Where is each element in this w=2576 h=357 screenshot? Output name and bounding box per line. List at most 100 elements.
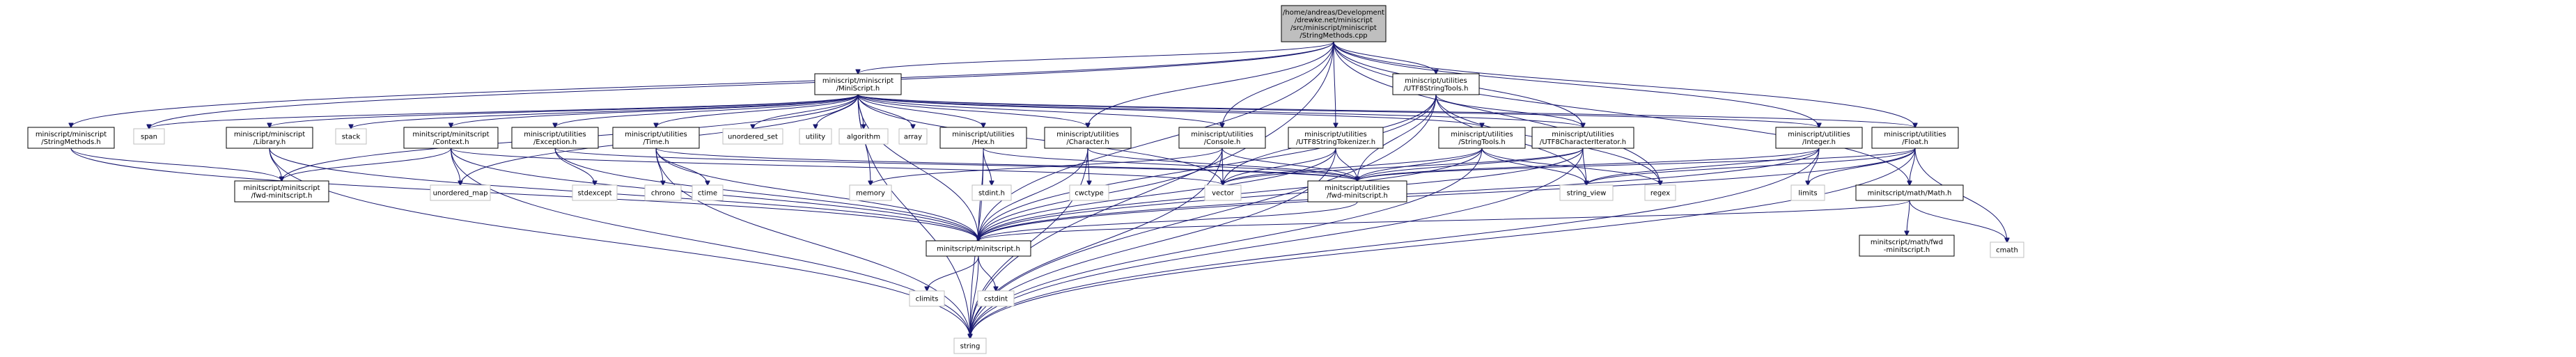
edge-MiniScript_h-to-Library_h xyxy=(270,94,859,127)
node-library-h[interactable]: miniscript/miniscript/Library.h xyxy=(226,127,313,149)
node-box xyxy=(1859,235,1955,257)
edge-Time_h-to-minitscript_h xyxy=(655,148,978,241)
edge-Exception_h-to-fwd_minitscript_h_util xyxy=(554,148,1357,181)
node-label-line: memory xyxy=(856,190,885,198)
node-box xyxy=(1559,184,1614,201)
edge-UTF8StringTools_h-to-fwd_minitscript_h_util xyxy=(1357,94,1437,181)
node-label-line: -minitscript.h xyxy=(1884,246,1930,254)
node-utility: utility xyxy=(799,128,832,145)
edge-MiniScript_h-to-unordered_set xyxy=(753,94,859,129)
node-label-line: miniscript/utilities xyxy=(1405,77,1467,85)
node-box xyxy=(799,128,832,145)
node-label-line: miniscript/utilities xyxy=(952,131,1015,138)
dependency-edges xyxy=(71,41,2007,338)
node-math-h[interactable]: minitscript/math/Math.h xyxy=(1855,184,1964,201)
node-box xyxy=(926,240,1031,257)
node-label-line: ctime xyxy=(698,190,717,198)
node-exception-h[interactable]: miniscript/utilities/Exception.h xyxy=(511,127,599,149)
edge-Library_h-to-string xyxy=(269,148,970,338)
node-label-line: miniscript/utilities xyxy=(524,131,586,138)
node-label-line: miniscript/utilities xyxy=(1304,131,1367,138)
edge-UTF8CharacterIterator_h-to-vector xyxy=(1223,148,1584,185)
edge-Hex_h-to-fwd_minitscript_h_util xyxy=(983,148,1357,181)
node-utf8stringtools-h[interactable]: miniscript/utilities/UTF8StringTools.h xyxy=(1392,73,1480,95)
node-stringtools-h[interactable]: miniscript/utilities/StringTools.h xyxy=(1438,127,1526,149)
edge-Context_h-to-unordered_map xyxy=(451,148,461,185)
node-console-h[interactable]: miniscript/utilities/Console.h xyxy=(1178,127,1266,149)
edge-MiniScript_h-to-StringTools_h xyxy=(857,94,1482,127)
node-box xyxy=(814,73,902,95)
edge-MiniScript_h-to-Float_h xyxy=(857,94,1915,127)
node-label-line: unordered_map xyxy=(433,190,488,198)
node-box xyxy=(722,128,783,145)
node-integer-h[interactable]: miniscript/utilities/Integer.h xyxy=(1775,127,1863,149)
node-label-line: /Exception.h xyxy=(533,138,577,146)
node-box xyxy=(133,128,165,145)
node-label-line: unordered_set xyxy=(728,134,778,141)
edge-root-to-string xyxy=(970,41,1334,338)
edge-MiniScript_h-to-array xyxy=(857,94,913,129)
edge-Hex_h-to-stdint_h xyxy=(983,148,992,185)
node-label-line: vector xyxy=(1212,190,1235,198)
node-box xyxy=(234,180,329,203)
node-utf8stringtokenizer-h[interactable]: miniscript/utilities/UTF8StringTokenizer… xyxy=(1288,127,1384,149)
node-hex-h[interactable]: miniscript/utilities/Hex.h xyxy=(939,127,1027,149)
node-label-line: /fwd-minitscript.h xyxy=(1327,192,1388,200)
node-minitscript-h[interactable]: minitscript/minitscript.h xyxy=(926,240,1031,257)
node-context-h[interactable]: minitscript/minitscript/Context.h xyxy=(403,127,499,149)
node-time-h[interactable]: miniscript/utilities/Time.h xyxy=(612,127,700,149)
edge-root-to-minitscript_h xyxy=(978,41,1334,241)
edge-root-to-MiniScript_h xyxy=(858,41,1334,74)
node-label-line: span xyxy=(141,134,157,141)
node-fwd-minitscript-h-mini[interactable]: minitscript/minitscript/fwd-minitscript.… xyxy=(234,180,329,203)
edge-Math_h-to-cmath xyxy=(1909,200,2007,242)
node-label-line: chrono xyxy=(651,190,675,198)
node-box xyxy=(1307,180,1407,203)
node-box xyxy=(226,127,313,149)
node-vector: vector xyxy=(1204,184,1242,201)
edge-MiniScript_h-to-Time_h xyxy=(656,94,859,127)
edge-Library_h-to-minitscript_h xyxy=(269,148,978,241)
node-stringmethods-h[interactable]: miniscript/miniscript/StringMethods.h xyxy=(27,127,115,149)
node-box xyxy=(953,338,987,354)
edge-Character_h-to-minitscript_h xyxy=(978,148,1088,241)
edge-Time_h-to-string xyxy=(655,148,970,338)
node-label-line: algorithm xyxy=(847,134,880,141)
node-string: string xyxy=(953,338,987,354)
node-label-line: /MiniScript.h xyxy=(836,85,880,93)
edge-Library_h-to-fwd_minitscript_h_mini xyxy=(269,148,282,181)
edge-fwd_minitscript_h_util-to-minitscript_h xyxy=(978,201,1358,241)
node-miniscript-h[interactable]: miniscript/miniscript/MiniScript.h xyxy=(814,73,902,95)
node-utf8characteriterator-h[interactable]: miniscript/utilities/UTF8CharacterIterat… xyxy=(1531,127,1634,149)
edge-MiniScript_h-to-Character_h xyxy=(857,94,1088,127)
edge-MiniScript_h-to-minitscript_h xyxy=(857,94,978,241)
node-stdexcept: stdexcept xyxy=(572,184,618,201)
node-character-h[interactable]: miniscript/utilities/Character.h xyxy=(1044,127,1132,149)
edge-Math_h-to-math_fwd_h xyxy=(1907,200,1910,235)
node-label-line: miniscript/miniscript xyxy=(36,131,107,138)
node-box xyxy=(1644,184,1676,201)
node-label-line: /UTF8StringTools.h xyxy=(1404,85,1469,93)
edge-root-to-Character_h xyxy=(1088,41,1334,127)
node-label-line: /Hex.h xyxy=(972,138,994,146)
node-box xyxy=(644,184,682,201)
node-stdint-h: stdint.h xyxy=(971,184,1012,201)
node-label-line: utility xyxy=(806,134,826,141)
node-label-line: miniscript/miniscript xyxy=(234,131,305,138)
node-box xyxy=(1044,127,1132,149)
edge-root-to-Integer_h xyxy=(1333,41,1819,127)
node-float-h[interactable]: miniscript/utilities/Float.h xyxy=(1871,127,1959,149)
node-label-line: miniscript/utilities xyxy=(1884,131,1946,138)
edge-root-to-span xyxy=(149,41,1334,129)
node-root[interactable]: /home/andreas/Development/drewke.net/min… xyxy=(1281,5,1387,42)
node-math-fwd-h[interactable]: minitscript/math/fwd-minitscript.h xyxy=(1859,235,1955,257)
node-unordered-set: unordered_set xyxy=(722,128,783,145)
node-box xyxy=(572,184,618,201)
node-box xyxy=(898,128,928,145)
node-climits: climits xyxy=(909,290,945,307)
node-label-line: minitscript/utilities xyxy=(1325,184,1389,192)
node-label-line: /Character.h xyxy=(1066,138,1109,146)
node-fwd-minitscript-h-util[interactable]: minitscript/utilities/fwd-minitscript.h xyxy=(1307,180,1407,203)
edge-Float_h-to-fwd_minitscript_h_util xyxy=(1357,148,1916,181)
edge-root-to-Float_h xyxy=(1333,41,1915,127)
